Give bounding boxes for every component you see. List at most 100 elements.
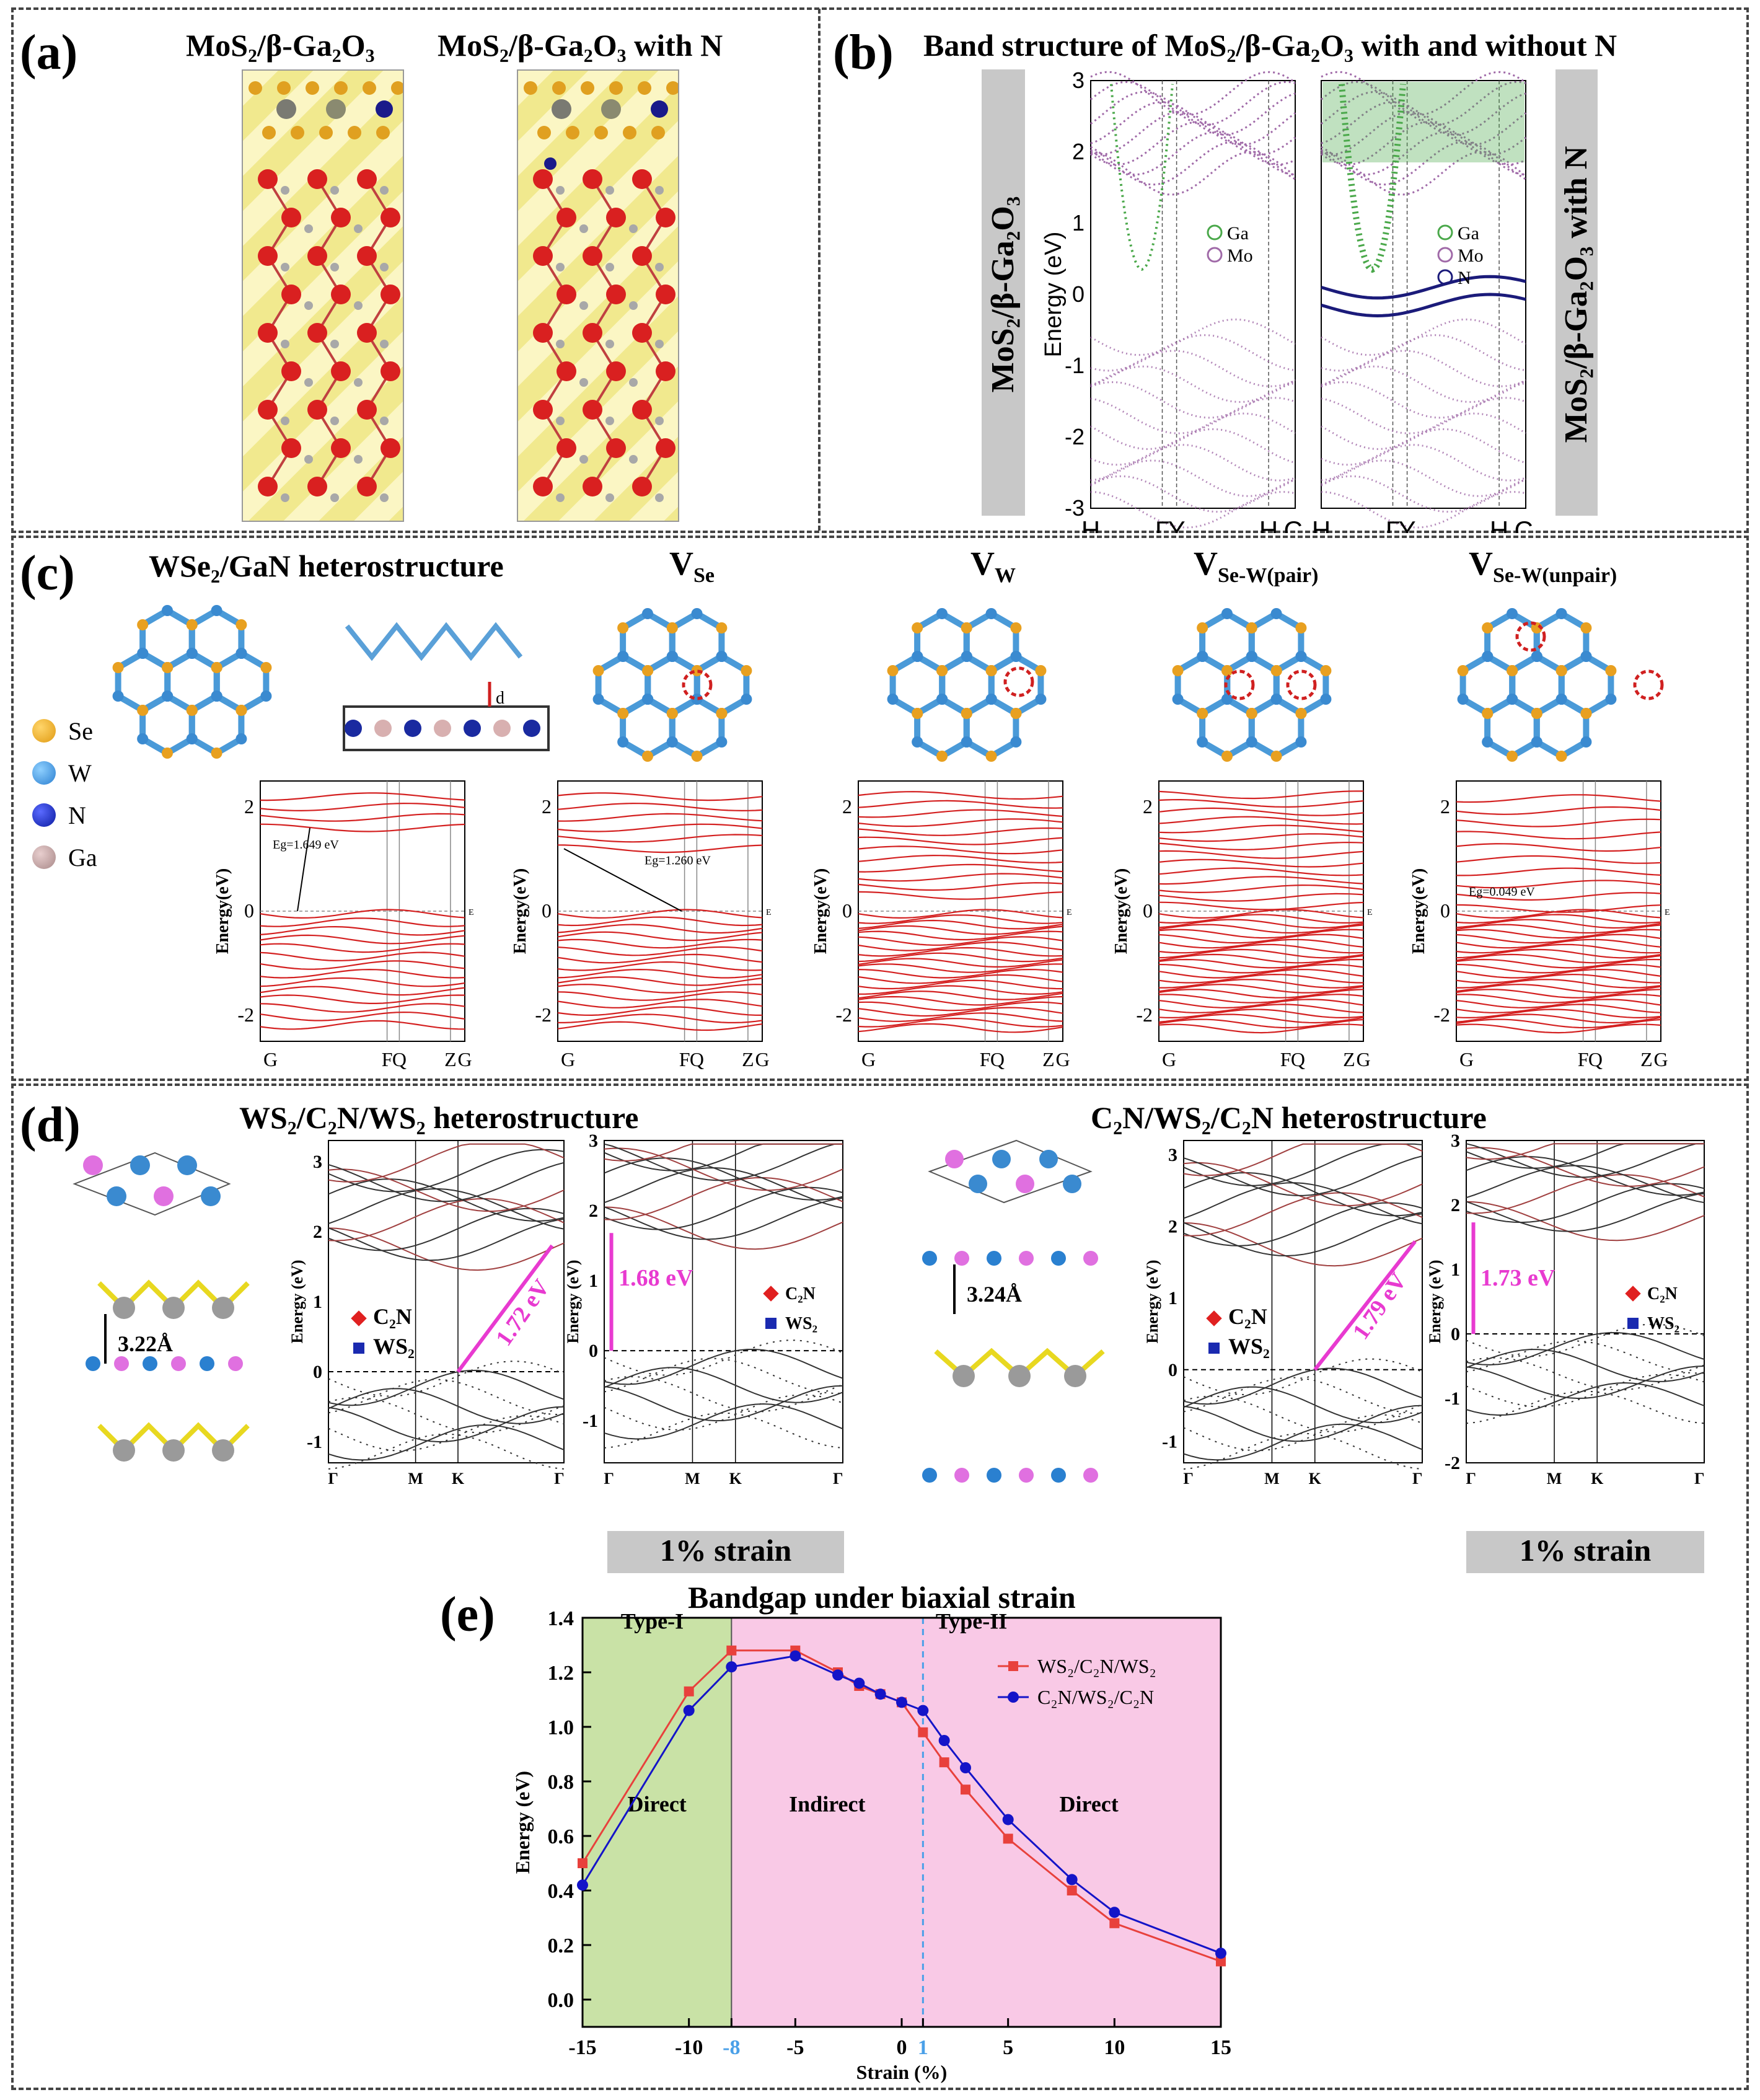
band-xtick: Z xyxy=(742,1048,754,1070)
gallium-atom xyxy=(556,340,565,348)
data-point-square xyxy=(1216,1956,1226,1967)
valence-band xyxy=(328,1397,565,1434)
valence-band xyxy=(558,1013,763,1023)
valence-band xyxy=(1456,984,1661,994)
oxygen-atom xyxy=(583,246,602,266)
defect-sub-sew-pair: Se-W(pair) xyxy=(1218,563,1319,587)
oxygen-atom xyxy=(533,477,553,496)
bandgap-label: 1.73 eV xyxy=(1481,1265,1555,1291)
band-ytick: 0 xyxy=(1168,1360,1177,1380)
x-tick-label: 15 xyxy=(1210,2036,1231,2059)
gallium-atom xyxy=(281,417,289,425)
gan-atom xyxy=(374,720,392,737)
data-point-square xyxy=(1067,1886,1077,1895)
slab-atom xyxy=(1083,1468,1098,1483)
nitrogen-atom xyxy=(544,157,557,170)
legend-label: WS₂/C₂N/WS₂ xyxy=(1037,1655,1156,1677)
conduction-band xyxy=(1456,867,1661,876)
panel-b-label: (b) xyxy=(833,25,894,80)
valence-band xyxy=(858,1012,1063,1022)
valence-band xyxy=(1158,943,1364,954)
band-ytick: 1 xyxy=(313,1292,322,1312)
lattice-atom xyxy=(691,665,703,676)
legend-item-se: Se xyxy=(32,710,97,752)
conduction-band xyxy=(1321,100,1526,146)
band-legend-label: WS₂ xyxy=(373,1334,415,1359)
valence-band xyxy=(858,936,1063,946)
oxygen-atom xyxy=(381,438,400,458)
defect-title-vse: VSe xyxy=(669,544,715,588)
band-ytick: -1 xyxy=(1445,1388,1460,1409)
slab-atom xyxy=(922,1251,937,1266)
valence-band xyxy=(858,925,1063,935)
lattice-atom xyxy=(1507,665,1518,676)
valence-band xyxy=(1456,924,1661,934)
panel-b-side-bar-right xyxy=(1555,69,1598,516)
ga-atom-icon xyxy=(32,845,56,869)
gallium-atom xyxy=(304,224,313,233)
tungsten-atom xyxy=(162,1297,185,1319)
lattice-atom xyxy=(1605,694,1617,705)
oxygen-atom xyxy=(583,169,602,189)
lattice-atom xyxy=(1580,622,1592,633)
fermi-level-label: E xyxy=(1665,908,1670,917)
oxygen-atom xyxy=(331,208,351,227)
valence-band xyxy=(1090,491,1296,529)
lattice-atom xyxy=(691,608,703,619)
valence-band xyxy=(1183,1405,1423,1442)
bandgap-label: 1.68 eV xyxy=(618,1265,693,1291)
panel-a-label: (a) xyxy=(20,25,78,80)
lattice-atom xyxy=(1295,622,1307,633)
conduction-band xyxy=(1158,790,1364,800)
conduction-band xyxy=(328,1227,565,1271)
band-xtick: Γ xyxy=(833,1470,843,1488)
lattice-atom xyxy=(642,665,654,676)
lattice-atom xyxy=(1457,694,1469,705)
valence-band xyxy=(557,953,763,964)
x-tick-label: 5 xyxy=(1003,2036,1013,2059)
valence-band xyxy=(557,1006,763,1017)
band-xtick: H xyxy=(1312,516,1331,533)
lattice-atom xyxy=(1035,694,1047,705)
n-atom-icon xyxy=(32,803,56,827)
oxygen-atom xyxy=(656,208,675,227)
lattice-atom xyxy=(1457,665,1469,676)
conduction-band xyxy=(1158,833,1364,842)
molybdenum-atom xyxy=(601,99,621,119)
sulfur-atom xyxy=(566,126,579,139)
data-point-circle xyxy=(832,1669,843,1681)
molybdenum-atom xyxy=(552,99,571,119)
defect-title-vsew-unpair: VSe-W(unpair) xyxy=(1469,544,1617,588)
conduction-band xyxy=(604,1197,843,1240)
ws2-legend-icon xyxy=(1627,1318,1639,1329)
region-label: Type-I xyxy=(621,1609,684,1634)
valence-band xyxy=(328,1361,565,1397)
tungsten-atom xyxy=(113,1297,135,1319)
band-ytick: 2 xyxy=(542,795,552,818)
defect-sub-sew-unpair: Se-W(unpair) xyxy=(1493,563,1617,587)
lattice-atom xyxy=(1295,651,1307,662)
slab-atom xyxy=(987,1468,1001,1483)
band-ytick: 2 xyxy=(1072,139,1085,164)
lattice-atom xyxy=(235,705,247,716)
valence-band xyxy=(260,1011,465,1021)
region-label: Indirect xyxy=(789,1791,865,1816)
legend-label: Ga xyxy=(68,843,97,871)
bandgap-label: Eg=0.049 eV xyxy=(1469,885,1535,899)
valence-band xyxy=(1456,929,1661,939)
band-ytick: 3 xyxy=(1072,68,1085,93)
ws2-legend-icon xyxy=(765,1318,777,1329)
valence-band xyxy=(1158,994,1364,1004)
valence-band xyxy=(858,919,1063,930)
band-xtick: F xyxy=(980,1048,991,1070)
slab-atom xyxy=(114,1356,129,1371)
lattice-atom xyxy=(1580,736,1592,748)
band-ytick: 2 xyxy=(1143,795,1153,818)
oxygen-atom xyxy=(331,438,351,458)
valence-band xyxy=(858,930,1063,941)
gallium-atom xyxy=(380,186,389,195)
band-xtick: Q xyxy=(690,1048,704,1070)
structure-mos2-ga2o3-with-n xyxy=(517,69,679,522)
legend-label: Se xyxy=(68,717,93,745)
gallium-atom xyxy=(579,301,588,310)
